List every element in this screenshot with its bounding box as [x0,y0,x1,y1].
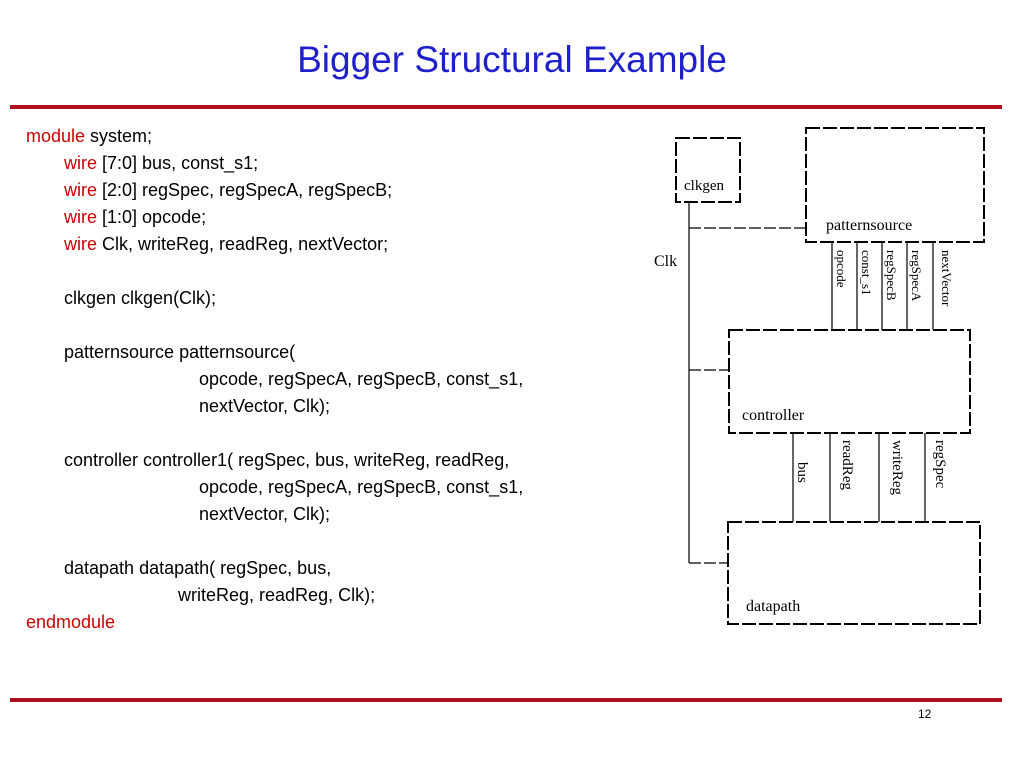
page-number: 12 [918,707,932,721]
code-text: [2:0] regSpec, regSpecA, regSpecB; [97,180,393,200]
signal-label-regspeca: regSpecA [909,250,924,302]
keyword: wire [64,153,98,173]
code-line: opcode, regSpecA, regSpecB, const_s1, [199,477,524,497]
datapath-label: datapath [746,598,800,615]
signal-label-nextvector: nextVector [939,250,954,307]
patternsource-block [805,127,985,243]
code-line: clkgen clkgen(Clk); [64,288,217,308]
controller-label: controller [742,407,805,424]
keyword: endmodule [26,612,116,632]
signal-label-regspecb: regSpecB [884,250,899,301]
code-line: datapath datapath( regSpec, bus, [64,558,332,578]
datapath-block [727,521,981,625]
code-line: wire [7:0] bus, const_s1; [26,150,523,177]
code-text: [7:0] bus, const_s1; [97,153,259,173]
code-line: writeReg, readReg, Clk); [178,585,376,605]
keyword: wire [64,207,98,227]
code-line: opcode, regSpecA, regSpecB, const_s1, [199,369,524,389]
code-text: system; [85,126,153,146]
slide-title: Bigger Structural Example [297,39,727,80]
bottom-divider [10,698,1002,702]
code-line: endmodule [26,609,523,636]
keyword: wire [64,180,98,200]
signal-label-writereg: writeReg [889,440,905,495]
code-text: Clk, writeReg, readReg, nextVector; [97,234,389,254]
signal-label-regspec: regSpec [932,440,948,489]
patternsource-label: patternsource [826,217,912,234]
code-text: [1:0] opcode; [97,207,207,227]
clk-label: Clk [654,253,677,270]
controller-block [728,329,971,434]
top-divider [10,105,1002,109]
clkgen-block [675,137,741,203]
clkgen-label: clkgen [684,178,724,194]
signal-label-opcode: opcode [834,250,849,288]
signal-label-readreg: readReg [839,440,855,490]
code-line: module system; [26,123,523,150]
keyword: module [26,126,86,146]
signal-label-bus: bus [794,462,810,483]
code-line: patternsource patternsource( [64,342,296,362]
code-line: controller controller1( regSpec, bus, wr… [64,450,510,470]
verilog-code: module system; wire [7:0] bus, const_s1;… [26,123,523,636]
code-line: nextVector, Clk); [199,504,331,524]
code-line: nextVector, Clk); [199,396,331,416]
code-line: wire Clk, writeReg, readReg, nextVector; [26,231,523,258]
signal-label-const-s1: const_s1 [859,250,874,296]
keyword: wire [64,234,98,254]
code-line: wire [1:0] opcode; [26,204,523,231]
code-line: wire [2:0] regSpec, regSpecA, regSpecB; [26,177,523,204]
